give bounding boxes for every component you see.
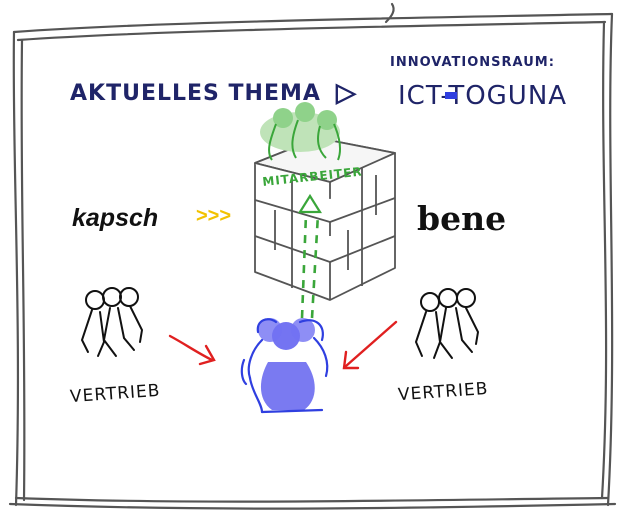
left-red-arrow	[168, 334, 216, 366]
right-sales-label: VERTRIEB	[397, 379, 489, 405]
left-sales-people-icon	[80, 287, 144, 357]
topic-dash-marker	[445, 92, 457, 99]
bene-logo: bene	[417, 199, 506, 238]
pointer-arrow-icon: ▷	[335, 77, 357, 107]
right-sales-people-icon	[414, 288, 480, 359]
up-arrowhead-icon	[298, 193, 322, 214]
left-sales-label: VERTRIEB	[69, 381, 161, 407]
right-red-arrow	[342, 320, 398, 370]
current-topic-heading: AKTUELLES THEMA	[70, 81, 321, 106]
kapsch-arrows: >>>	[196, 205, 231, 227]
sketch-frame	[8, 2, 617, 510]
cube-icon	[254, 137, 396, 301]
central-team-icon	[240, 318, 329, 414]
innovation-room-label: INNOVATIONSRAUM:	[390, 55, 555, 70]
dashed-up-arrow	[300, 213, 320, 319]
employees-group-icon	[260, 102, 342, 161]
innovation-room-value: ICT-TOGUNA	[398, 81, 567, 111]
kapsch-logo: kapsch	[72, 204, 158, 232]
